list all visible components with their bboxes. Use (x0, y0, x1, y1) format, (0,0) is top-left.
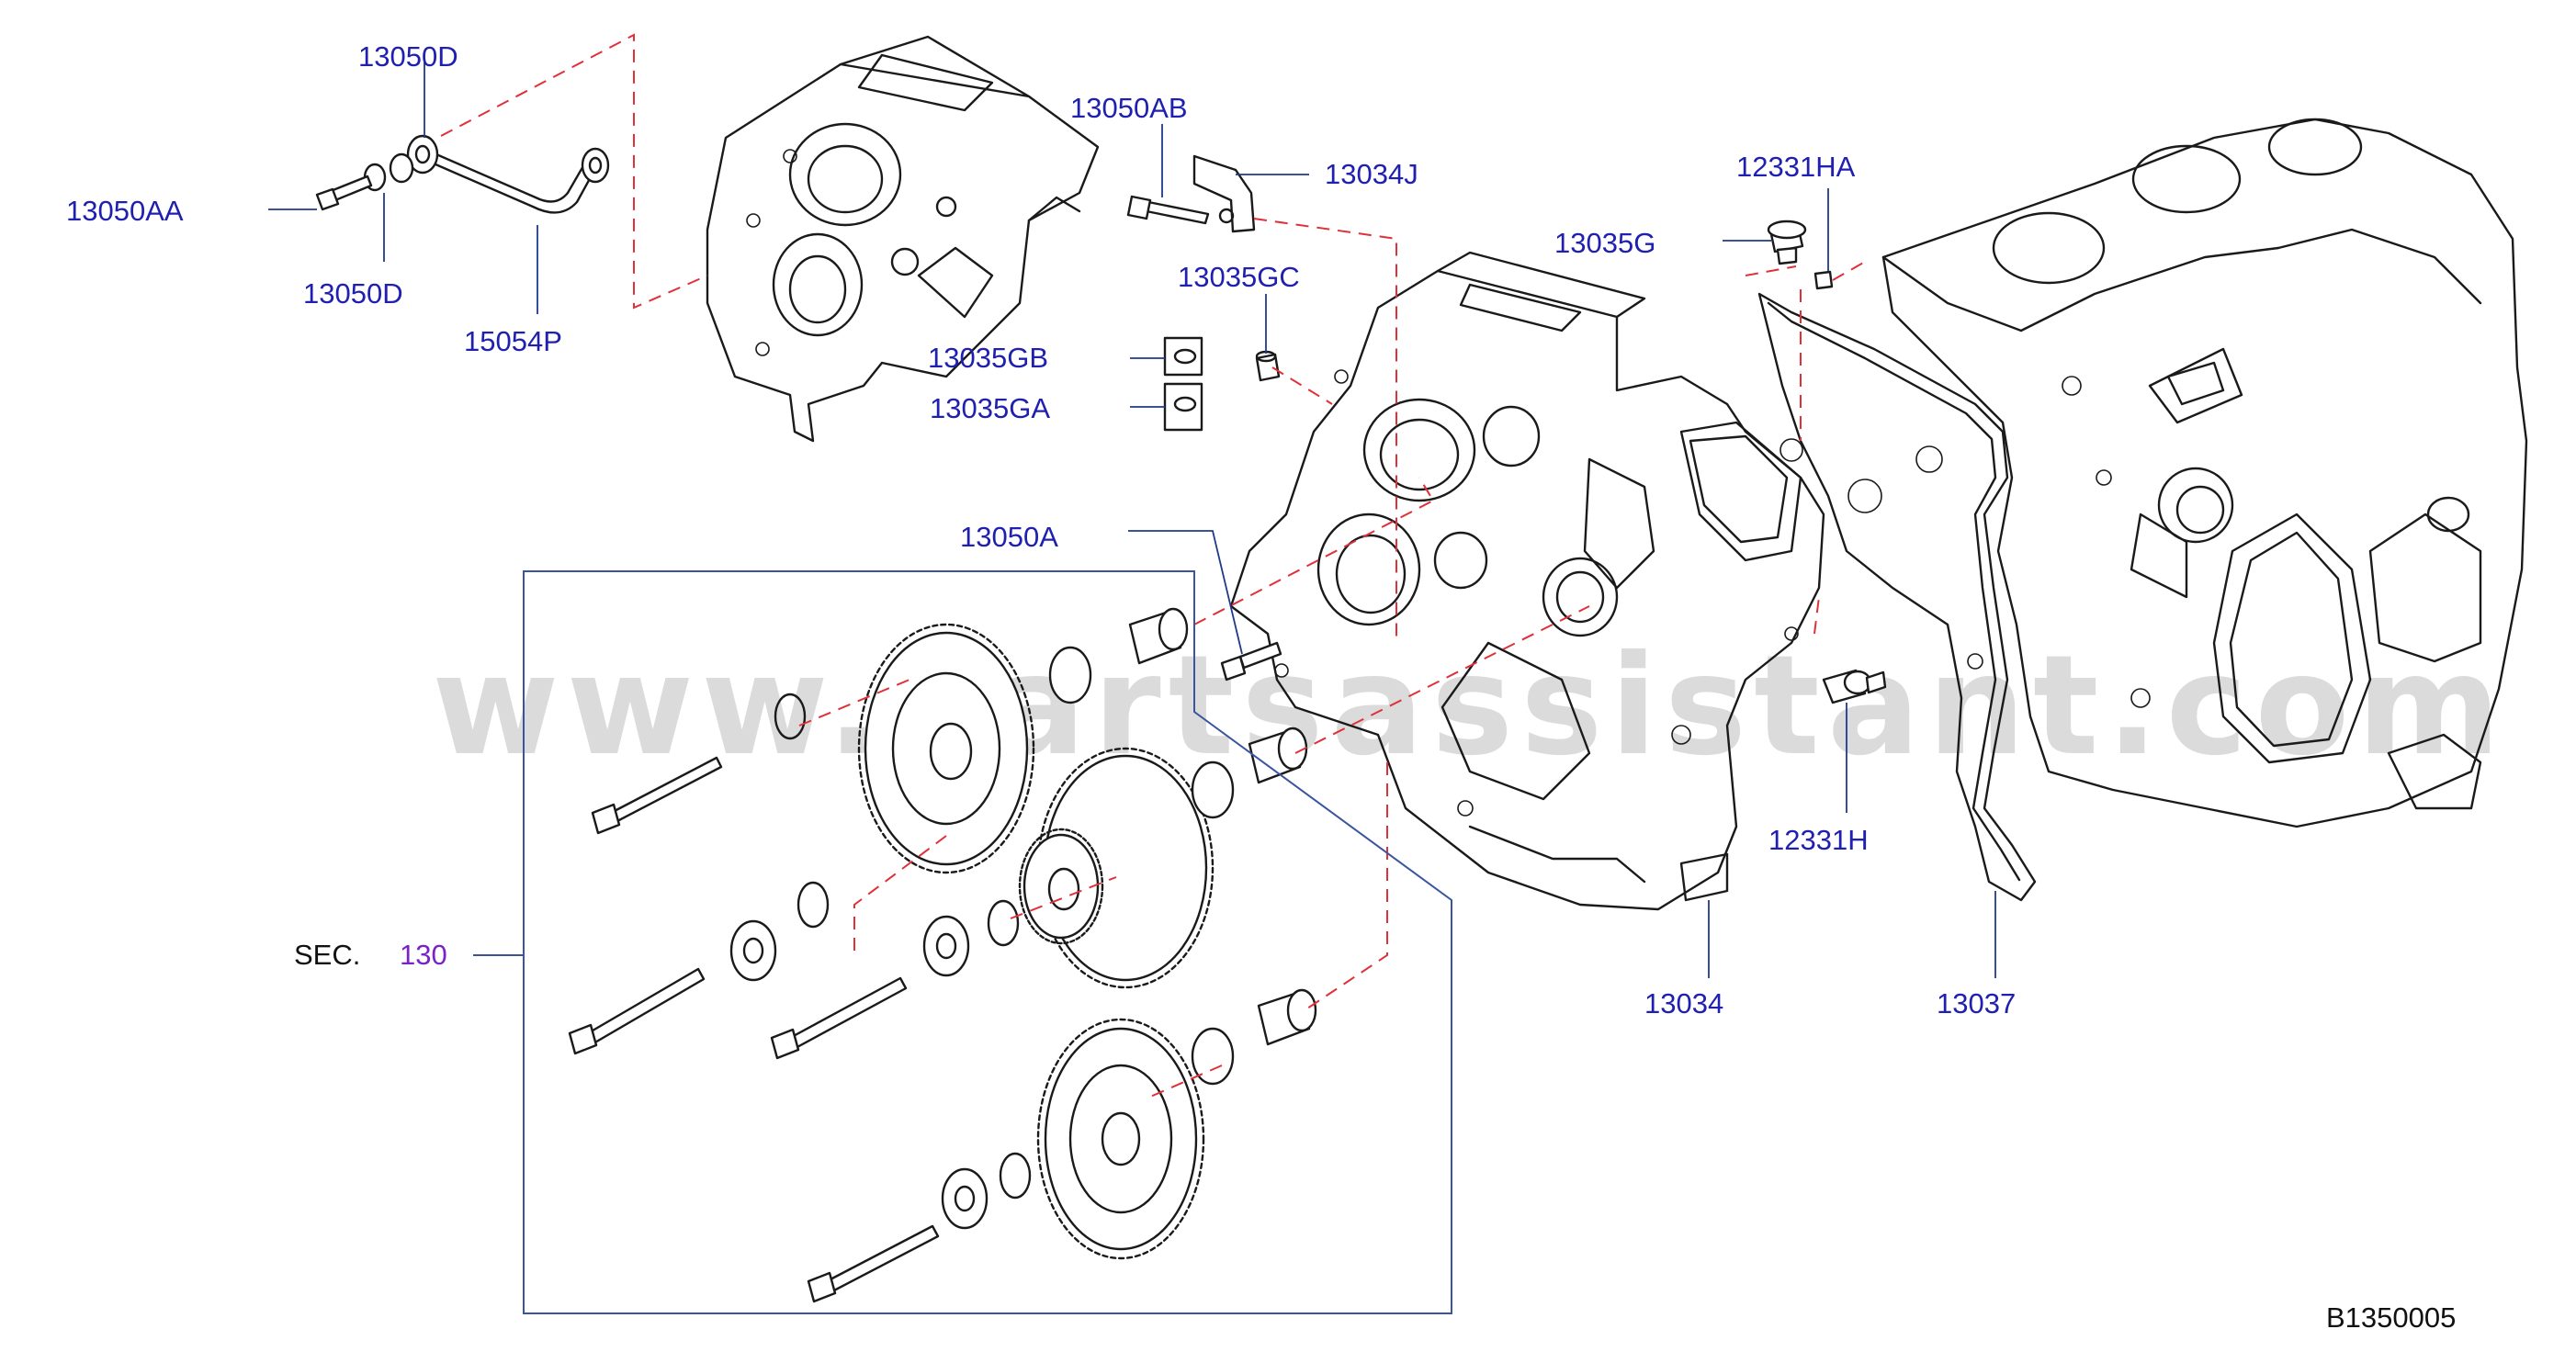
label-12331H: 12331H (1768, 824, 1869, 856)
label-15054P: 15054P (464, 325, 562, 357)
oil-pipe-assembly (315, 134, 610, 214)
sensor-12331H (1822, 669, 1887, 704)
label-13050A: 13050A (960, 521, 1058, 553)
pipe-eye-end-left (406, 134, 439, 175)
engine-block-right (1881, 118, 2528, 828)
label-13050AA: 13050AA (66, 195, 184, 227)
pipe-eye-end-right (581, 147, 610, 184)
label-13037: 13037 (1937, 987, 2016, 1019)
dowel-12331HA (1813, 270, 1834, 290)
label-13035GA: 13035GA (930, 392, 1050, 424)
bolt-13050A (1220, 641, 1282, 682)
label-13034: 13034 (1644, 987, 1723, 1019)
label-13050AB: 13050AB (1070, 92, 1188, 124)
label-12331HA: 12331HA (1736, 151, 1856, 183)
dowel-box-13035GA (1163, 382, 1203, 432)
label-13035GB: 13035GB (928, 342, 1048, 374)
diagram-id: B1350005 (2326, 1301, 2456, 1334)
label-13035G: 13035G (1554, 227, 1655, 259)
plug-13035G (1767, 220, 1807, 265)
label-13050D-top: 13050D (358, 40, 458, 73)
bolt-13050AB (1126, 195, 1210, 225)
label-sec-prefix: SEC. (294, 939, 360, 971)
dowel-13035GC (1255, 350, 1281, 382)
hidden-alignment-lines (440, 33, 1866, 1098)
engine-block-fragment-left (706, 35, 1100, 443)
label-13034J: 13034J (1325, 158, 1418, 190)
watermark-text: www.partsassistant.com (432, 626, 2508, 786)
label-sec-number: 130 (400, 939, 447, 971)
gasket-13037 (1757, 292, 2037, 902)
gear-train-assembly (568, 607, 1317, 1303)
label-13035GC: 13035GC (1178, 261, 1300, 293)
front-housing-13034 (1229, 251, 1825, 911)
leader-lines (268, 62, 1996, 978)
sec-130-frame (523, 570, 1452, 1314)
dowel-box-13035GB (1163, 336, 1203, 377)
washer-13050D-inner (389, 152, 414, 184)
label-13050D-bottom: 13050D (303, 277, 403, 310)
